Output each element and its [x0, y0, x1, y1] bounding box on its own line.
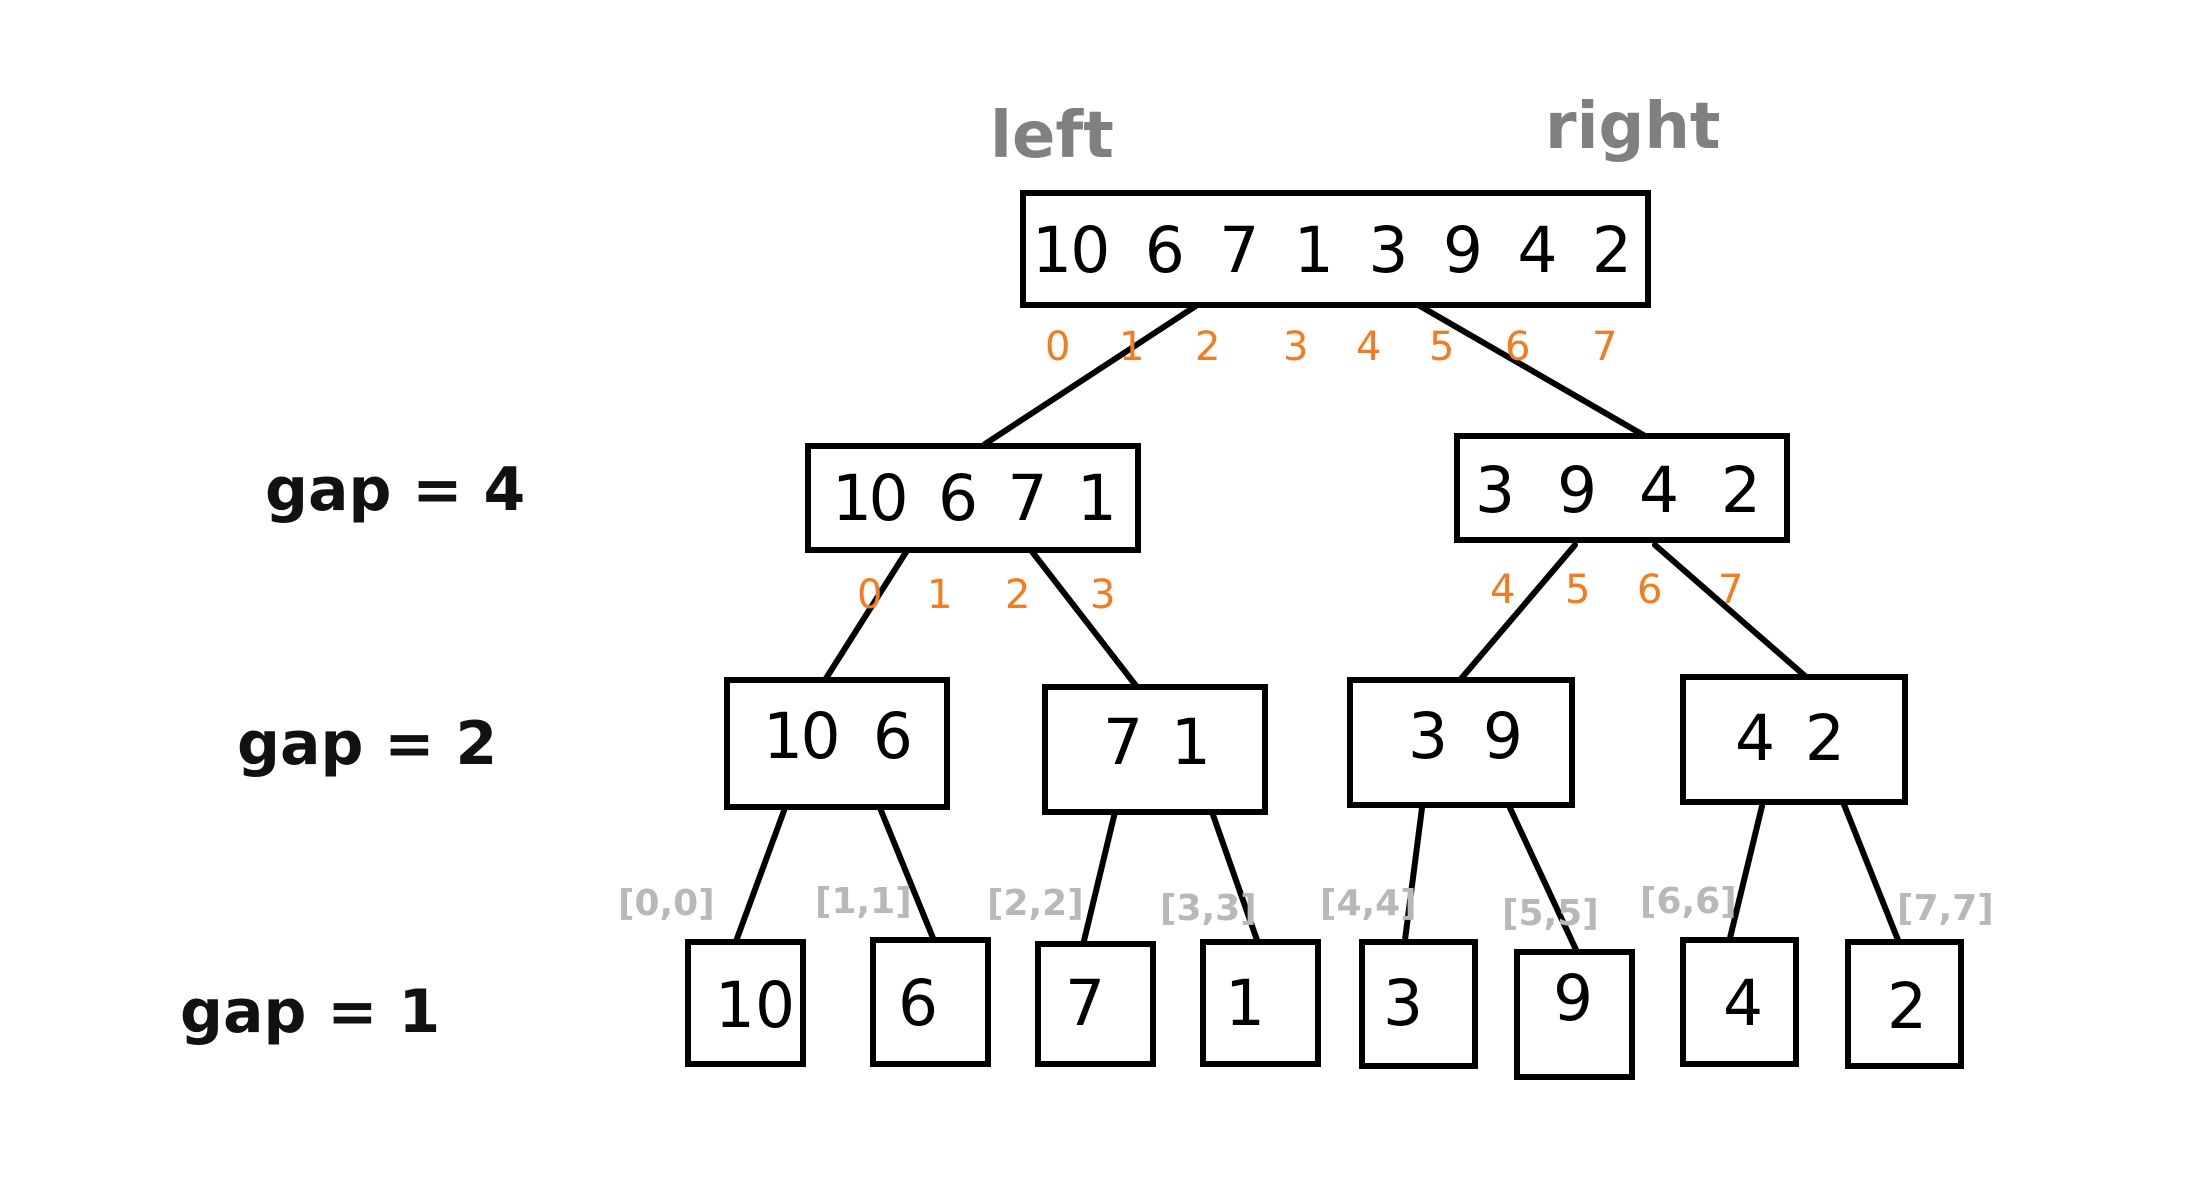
edge-q1-a — [732, 805, 788, 947]
range-label-2: [2,2] — [987, 883, 1084, 924]
left-pointer-label: left — [990, 99, 1114, 173]
leaf-5-value: 9 — [1553, 962, 1593, 1035]
quarter-3-values: 3 9 — [1408, 700, 1523, 773]
edge-q1-b — [877, 805, 936, 941]
edge-root-left — [982, 295, 1211, 447]
right-pointer-label: right — [1545, 90, 1720, 164]
quarter-node-3: 3 9 — [1347, 677, 1575, 808]
leaf-range-labels: [0,0] [1,1] [2,2] [3,3] [4,4] [5,5] [6,6… — [618, 881, 1994, 934]
edge-lh-a — [822, 546, 911, 683]
gap-2-label: gap = 2 — [237, 709, 497, 779]
range-label-3: [3,3] — [1160, 888, 1257, 929]
edge-q2-b — [1209, 809, 1260, 943]
leaf-7-value: 2 — [1887, 970, 1927, 1043]
root-index-3: 3 — [1283, 324, 1308, 370]
range-label-1: [1,1] — [815, 881, 912, 922]
edge-q3-a — [1402, 805, 1425, 943]
right-half-index-labels: 4 5 6 7 — [1490, 567, 1743, 613]
edge-q4-a — [1727, 799, 1766, 941]
root-array-node: 10 6 7 1 3 9 4 2 — [1020, 190, 1651, 308]
root-index-7: 7 — [1592, 324, 1617, 370]
root-index-6: 6 — [1505, 324, 1530, 370]
quarter-node-1: 10 6 — [724, 677, 950, 810]
edge-q2-a — [1080, 809, 1118, 948]
root-index-2: 2 — [1195, 324, 1220, 370]
leaf-2-value: 7 — [1065, 967, 1105, 1040]
left-half-node: 10 6 7 1 — [805, 443, 1141, 553]
range-label-5: [5,5] — [1502, 893, 1599, 934]
leaf-node-2: 7 — [1035, 941, 1156, 1067]
quarter-2-values: 7 1 — [1103, 706, 1211, 779]
root-index-labels: 0 1 2 3 4 5 6 7 — [1045, 324, 1617, 370]
edge-root-right — [1417, 303, 1648, 439]
range-label-4: [4,4] — [1320, 883, 1417, 924]
edge-lh-b — [1027, 546, 1140, 690]
range-label-0: [0,0] — [618, 883, 715, 924]
leaf-4-value: 3 — [1383, 967, 1423, 1040]
gap-1-label: gap = 1 — [180, 977, 440, 1047]
edge-q3-b — [1507, 805, 1581, 957]
leaf-node-4: 3 — [1359, 939, 1478, 1069]
gap-4-label: gap = 4 — [265, 455, 525, 525]
edge-rh-a — [1457, 542, 1578, 683]
left-half-values: 10 6 7 1 — [832, 462, 1117, 535]
leaf-6-value: 4 — [1723, 967, 1763, 1040]
right-half-index-4: 4 — [1490, 567, 1515, 613]
root-index-1: 1 — [1119, 324, 1144, 370]
root-index-5: 5 — [1429, 324, 1454, 370]
quarter-node-2: 7 1 — [1042, 684, 1268, 815]
right-half-index-6: 6 — [1637, 567, 1662, 613]
right-half-index-5: 5 — [1565, 567, 1590, 613]
left-half-index-labels: 0 1 2 3 — [857, 572, 1115, 618]
leaf-1-value: 6 — [898, 967, 938, 1040]
leaf-0-value: 10 — [715, 969, 795, 1042]
edge-rh-b — [1652, 542, 1808, 679]
tree-edges — [732, 295, 1901, 957]
leaf-3-value: 1 — [1225, 967, 1265, 1040]
root-index-0: 0 — [1045, 324, 1070, 370]
quarter-4-values: 4 2 — [1735, 702, 1845, 775]
edge-q4-b — [1840, 799, 1901, 943]
quarter-node-4: 4 2 — [1680, 674, 1908, 805]
left-half-index-1: 1 — [927, 572, 952, 618]
right-half-values: 3 9 4 2 — [1475, 454, 1761, 527]
leaf-node-0: 10 — [685, 939, 806, 1067]
range-label-7: [7,7] — [1897, 888, 1994, 929]
quarter-1-values: 10 6 — [763, 700, 913, 773]
leaf-node-6: 4 — [1680, 937, 1799, 1067]
leaf-node-5: 9 — [1514, 949, 1635, 1080]
leaf-node-3: 1 — [1200, 939, 1321, 1067]
left-half-index-2: 2 — [1005, 572, 1030, 618]
root-array-values: 10 6 7 1 3 9 4 2 — [1032, 214, 1632, 287]
leaf-node-7: 2 — [1845, 939, 1964, 1069]
left-half-index-0: 0 — [857, 572, 882, 618]
range-label-6: [6,6] — [1640, 881, 1737, 922]
root-index-4: 4 — [1356, 324, 1381, 370]
left-half-index-3: 3 — [1090, 572, 1115, 618]
right-half-node: 3 9 4 2 — [1454, 433, 1790, 543]
right-half-index-7: 7 — [1718, 567, 1743, 613]
leaf-node-1: 6 — [870, 937, 991, 1067]
